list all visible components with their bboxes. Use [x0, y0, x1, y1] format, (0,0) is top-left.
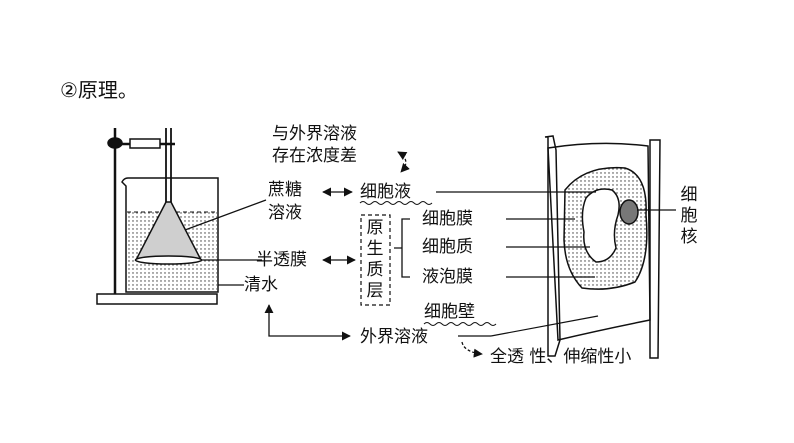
protoplast-brace [394, 218, 410, 278]
arrow-water-external [264, 304, 351, 341]
label-cytoplasm: 细胞质 [422, 237, 473, 257]
label-wall-property: 全透 性、伸缩性小 [490, 347, 632, 367]
label-concentration-diff-1: 与外界溶液 [272, 124, 357, 144]
cell-wall-right [649, 139, 661, 359]
plant-cell [544, 135, 661, 359]
cell-wall-outline [544, 135, 561, 357]
label-nucleus: 细胞核 [680, 185, 698, 247]
label-clear-water: 清水 [244, 275, 278, 295]
heading: ②原理。 [60, 78, 138, 102]
label-protoplast-layer: 原生质层 [366, 218, 384, 301]
wavy-cell-wall [423, 322, 497, 326]
label-cell-membrane: 细胞膜 [422, 209, 473, 229]
wavy-cell-sap [359, 201, 433, 205]
vacuole [581, 188, 620, 263]
nucleus [619, 199, 639, 225]
label-vacuole-membrane: 液泡膜 [422, 267, 473, 287]
relation-arrows [264, 151, 483, 358]
label-cell-sap: 细胞液 [360, 182, 411, 202]
apparatus-leaders [184, 199, 267, 286]
clamp-holder [129, 138, 161, 149]
cell-wall [547, 142, 651, 341]
cell-leaders [436, 191, 676, 337]
arrow-wall-property [461, 341, 483, 358]
label-external-solution: 外界溶液 [360, 327, 428, 347]
osmometer-apparatus [96, 128, 219, 305]
label-cell-wall: 细胞壁 [424, 302, 475, 322]
funnel-membrane [134, 255, 203, 265]
arrow-concentration-diff [397, 151, 410, 173]
label-sucrose-1: 蔗糖 [268, 180, 302, 200]
stand-base [96, 293, 218, 305]
label-sucrose-2: 溶液 [268, 203, 302, 223]
stand-clamp-knob [107, 137, 123, 149]
protoplast-box [360, 214, 391, 306]
label-semipermeable-membrane: 半透膜 [256, 250, 307, 270]
label-concentration-diff-2: 存在浓度差 [272, 146, 357, 166]
